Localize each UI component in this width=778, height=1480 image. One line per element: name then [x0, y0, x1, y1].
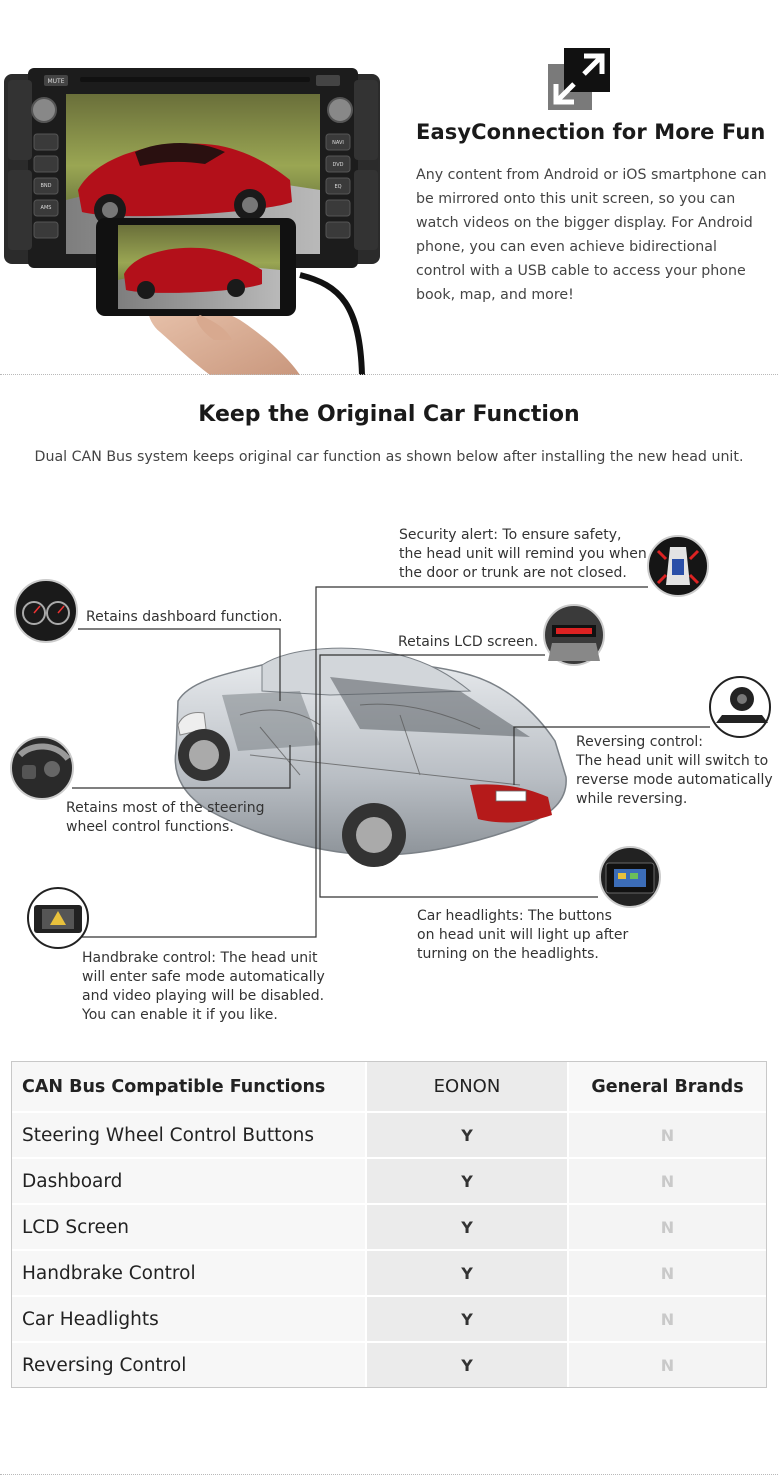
- function-name: Handbrake Control: [12, 1251, 365, 1297]
- callout-headlights: Car headlights: The buttons on head unit…: [417, 908, 633, 962]
- eonon-mark: Y: [365, 1159, 569, 1205]
- general-mark: N: [569, 1251, 766, 1297]
- function-name: LCD Screen: [12, 1205, 365, 1251]
- table-row: Steering Wheel Control Buttons Y N: [12, 1113, 766, 1159]
- usb-cable: [299, 272, 365, 375]
- table-row: Car Headlights Y N: [12, 1297, 766, 1343]
- general-mark: N: [569, 1297, 766, 1343]
- callout-security-alert: Security alert: To ensure safety, the he…: [399, 527, 651, 581]
- header-eonon: EONON: [365, 1062, 569, 1113]
- section-subtitle: Dual CAN Bus system keeps original car f…: [34, 449, 744, 465]
- header-general-brands: General Brands: [569, 1062, 766, 1113]
- mirror-expand-icon: [548, 48, 610, 110]
- ams-label: AMS: [41, 205, 52, 211]
- section-divider: [0, 374, 778, 375]
- table-row: Handbrake Control Y N: [12, 1251, 766, 1297]
- table-row: Reversing Control Y N: [12, 1343, 766, 1387]
- navi-label: NAVI: [332, 140, 344, 146]
- callout-leader-lines: [72, 586, 710, 938]
- bottom-divider: [0, 1474, 778, 1475]
- header-functions: CAN Bus Compatible Functions: [12, 1062, 365, 1113]
- can-bus-car-diagram: Security alert: To ensure safety, the he…: [10, 527, 777, 1023]
- easyconnection-title: EasyConnection for More Fun: [416, 120, 766, 144]
- general-mark: N: [569, 1159, 766, 1205]
- function-name: Reversing Control: [12, 1343, 365, 1387]
- function-name: Dashboard: [12, 1159, 365, 1205]
- callout-handbrake: Handbrake control: The head unit will en…: [81, 950, 329, 1023]
- callout-reversing: Reversing control: The head unit will sw…: [575, 734, 777, 807]
- section-title: Keep the Original Car Function: [198, 402, 580, 427]
- volume-knob: [31, 97, 57, 123]
- can-bus-comparison-table: CAN Bus Compatible Functions EONON Gener…: [11, 1061, 767, 1388]
- dashboard-icon: [14, 579, 78, 643]
- function-name: Steering Wheel Control Buttons: [12, 1113, 365, 1159]
- callout-lcd-screen: Retains LCD screen.: [398, 634, 538, 650]
- steering-wheel-icon: [10, 736, 74, 800]
- eonon-mark: Y: [365, 1297, 569, 1343]
- security-alert-icon: [647, 535, 709, 597]
- eonon-mark: Y: [365, 1205, 569, 1251]
- easyconnection-description: Any content from Android or iOS smartpho…: [416, 167, 767, 303]
- function-name: Car Headlights: [12, 1297, 365, 1343]
- eq-label: EQ: [334, 184, 341, 190]
- table-row: LCD Screen Y N: [12, 1205, 766, 1251]
- lcd-screen-icon: [543, 604, 605, 666]
- xray-car: [174, 647, 567, 867]
- reversing-camera-icon: [709, 676, 771, 738]
- table-header-row: CAN Bus Compatible Functions EONON Gener…: [12, 1062, 766, 1113]
- head-unit-phone-mirroring-image: MUTE BND AMS NAVI DVD EQ: [4, 68, 380, 375]
- bnd-label: BND: [40, 183, 51, 189]
- general-mark: N: [569, 1205, 766, 1251]
- handbrake-warning-icon: [27, 887, 89, 949]
- general-mark: N: [569, 1343, 766, 1387]
- dvd-label: DVD: [332, 162, 343, 168]
- head-unit-headlights-icon: [599, 846, 661, 908]
- tune-knob: [327, 97, 353, 123]
- mute-label: MUTE: [47, 78, 64, 85]
- callout-steering: Retains most of the steering wheel contr…: [66, 800, 269, 835]
- general-mark: N: [569, 1113, 766, 1159]
- table-row: Dashboard Y N: [12, 1159, 766, 1205]
- callout-dashboard: Retains dashboard function.: [86, 609, 282, 625]
- eonon-mark: Y: [365, 1251, 569, 1297]
- eonon-mark: Y: [365, 1113, 569, 1159]
- eonon-mark: Y: [365, 1343, 569, 1387]
